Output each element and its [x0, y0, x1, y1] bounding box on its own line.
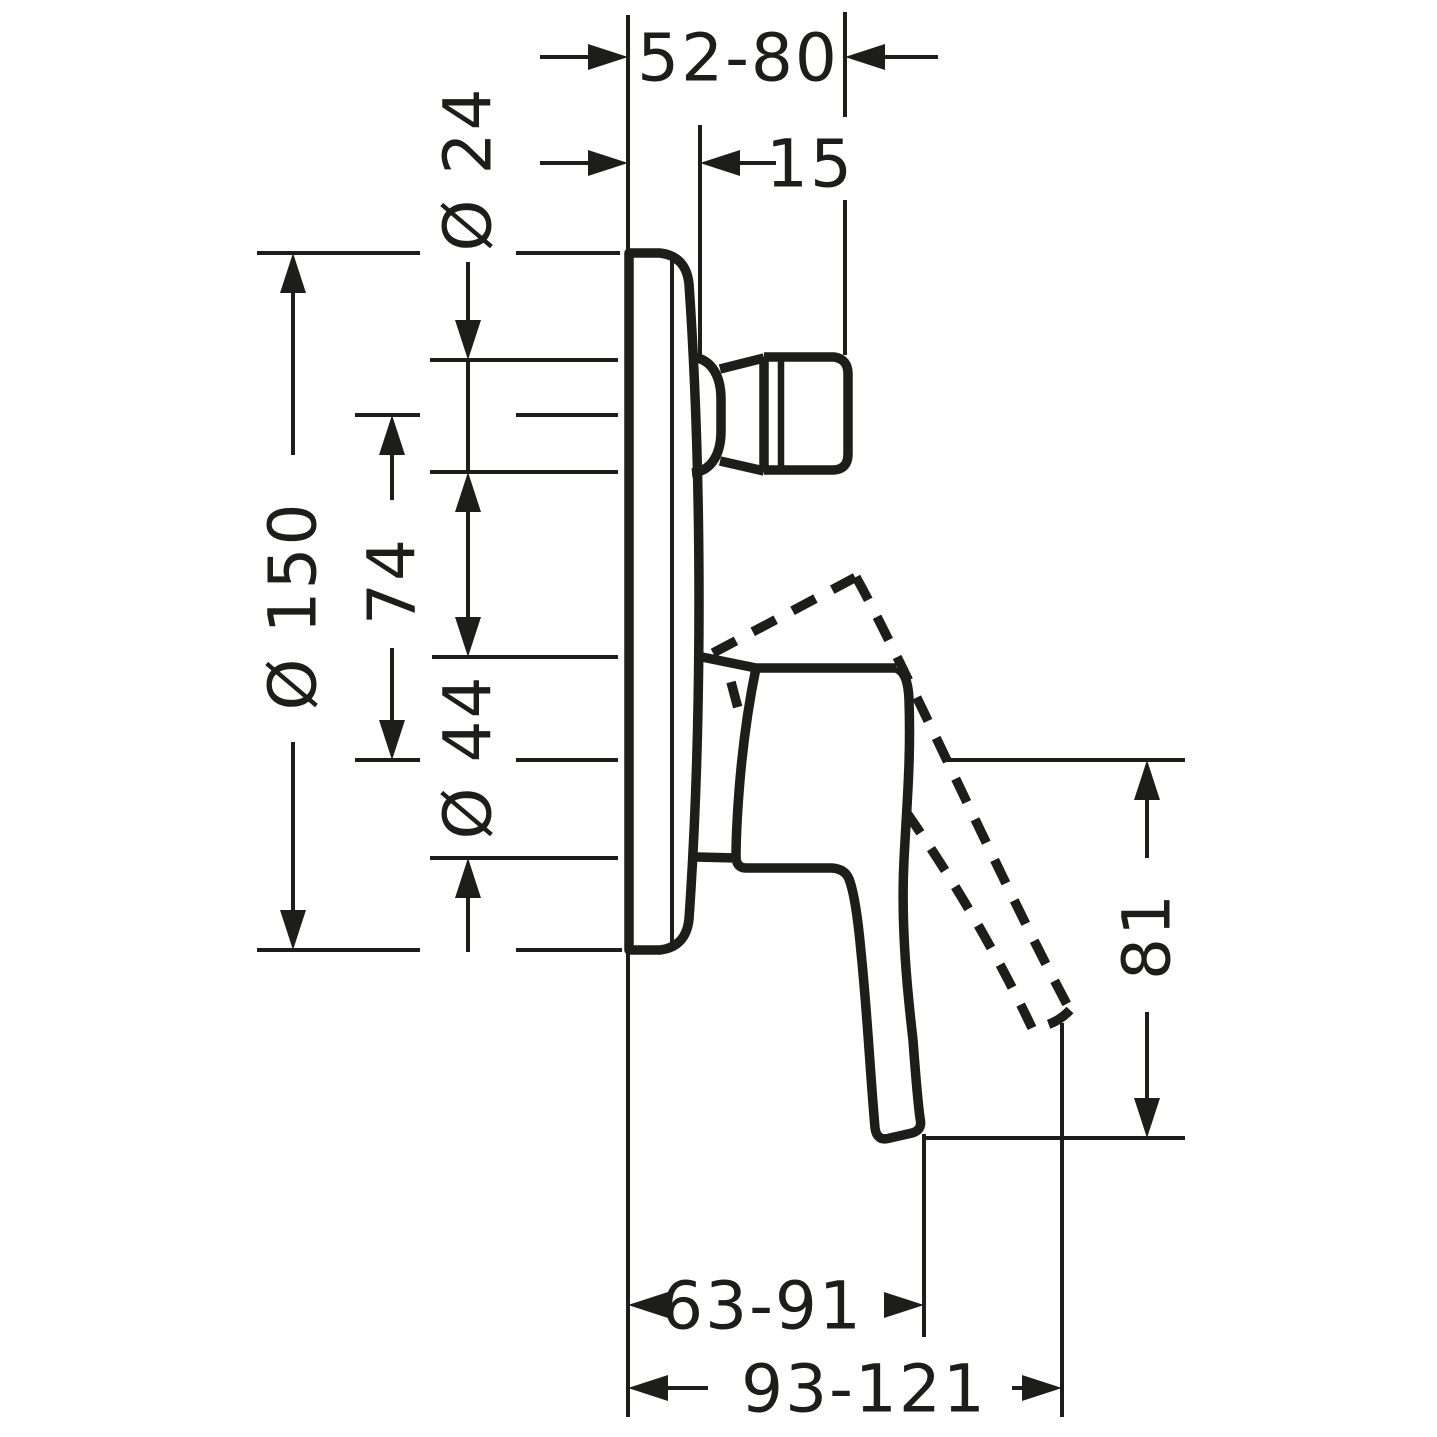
lever-open-position [710, 572, 1075, 1033]
arrow-right-icon [588, 150, 628, 176]
arrow-right-icon [588, 44, 628, 70]
lever-open-hub-edge-dashed [726, 680, 744, 714]
lever-handle [696, 651, 926, 1144]
arrow-left-icon [628, 1375, 668, 1401]
knob-collar-top-edge [718, 353, 766, 374]
dim-label-depth-range: 52-80 [637, 20, 839, 97]
arrow-up-icon [455, 472, 481, 512]
dimension-depth-range: 52-80 [540, 20, 938, 97]
arrow-right-icon [884, 1292, 924, 1318]
arrow-down-icon [1134, 1098, 1160, 1138]
handle-hub-front-edge [731, 667, 761, 859]
arrow-up-icon [280, 253, 306, 293]
lever-open-outer-edge-dashed [851, 574, 1075, 1013]
escutcheon-plate [624, 248, 704, 955]
arrow-up-icon [379, 415, 405, 455]
arrow-down-icon [455, 320, 481, 360]
handle-body-outline [696, 663, 926, 1144]
extension-lines [257, 12, 1185, 1417]
dim-label-dia-150: Ø 150 [255, 502, 332, 711]
arrow-up-icon [1134, 760, 1160, 800]
dim-label-93-121: 93-121 [741, 1351, 987, 1428]
dim-label-63-91: 63-91 [661, 1268, 863, 1345]
handle-hub-top-edge [696, 651, 896, 673]
dimension-plate-depth: 15 [540, 126, 854, 203]
lever-open-top-edge-dashed [710, 572, 859, 658]
arrow-left-icon [845, 44, 885, 70]
lever-open-tip-edge-dashed [1031, 1006, 1074, 1033]
knob-body [764, 352, 853, 475]
arrow-down-icon [280, 910, 306, 950]
arrow-left-icon [700, 150, 740, 176]
dimension-reach-63-91: 63-91 [628, 1268, 924, 1345]
dimension-lever-81: 81 [1109, 760, 1186, 1138]
dim-label-81: 81 [1109, 892, 1186, 980]
dimension-center-distance-74: 74 [354, 415, 431, 760]
dimension-reach-93-121: 93-121 [628, 1351, 1062, 1428]
arrow-left-icon [628, 1292, 668, 1318]
dim-label-dia-24: Ø 24 [430, 87, 507, 252]
dim-label-dia-44: Ø 44 [430, 675, 507, 840]
dim-label-74: 74 [354, 537, 431, 625]
dim-label-15: 15 [766, 126, 854, 203]
arrow-right-icon [1022, 1375, 1062, 1401]
dimension-knob-and-hub-diameter: Ø 24 Ø 44 [430, 87, 507, 952]
lever-open-inner-edge-dashed [898, 803, 1037, 1031]
control-knob [691, 352, 853, 478]
knob-collar-bottom-edge [718, 456, 766, 476]
dimension-plate-diameter: Ø 150 [255, 253, 332, 950]
arrow-down-icon [379, 720, 405, 760]
arrow-down-icon [455, 617, 481, 657]
arrow-up-icon [455, 858, 481, 898]
plate-outline [624, 248, 704, 955]
knob-neck [691, 352, 726, 478]
